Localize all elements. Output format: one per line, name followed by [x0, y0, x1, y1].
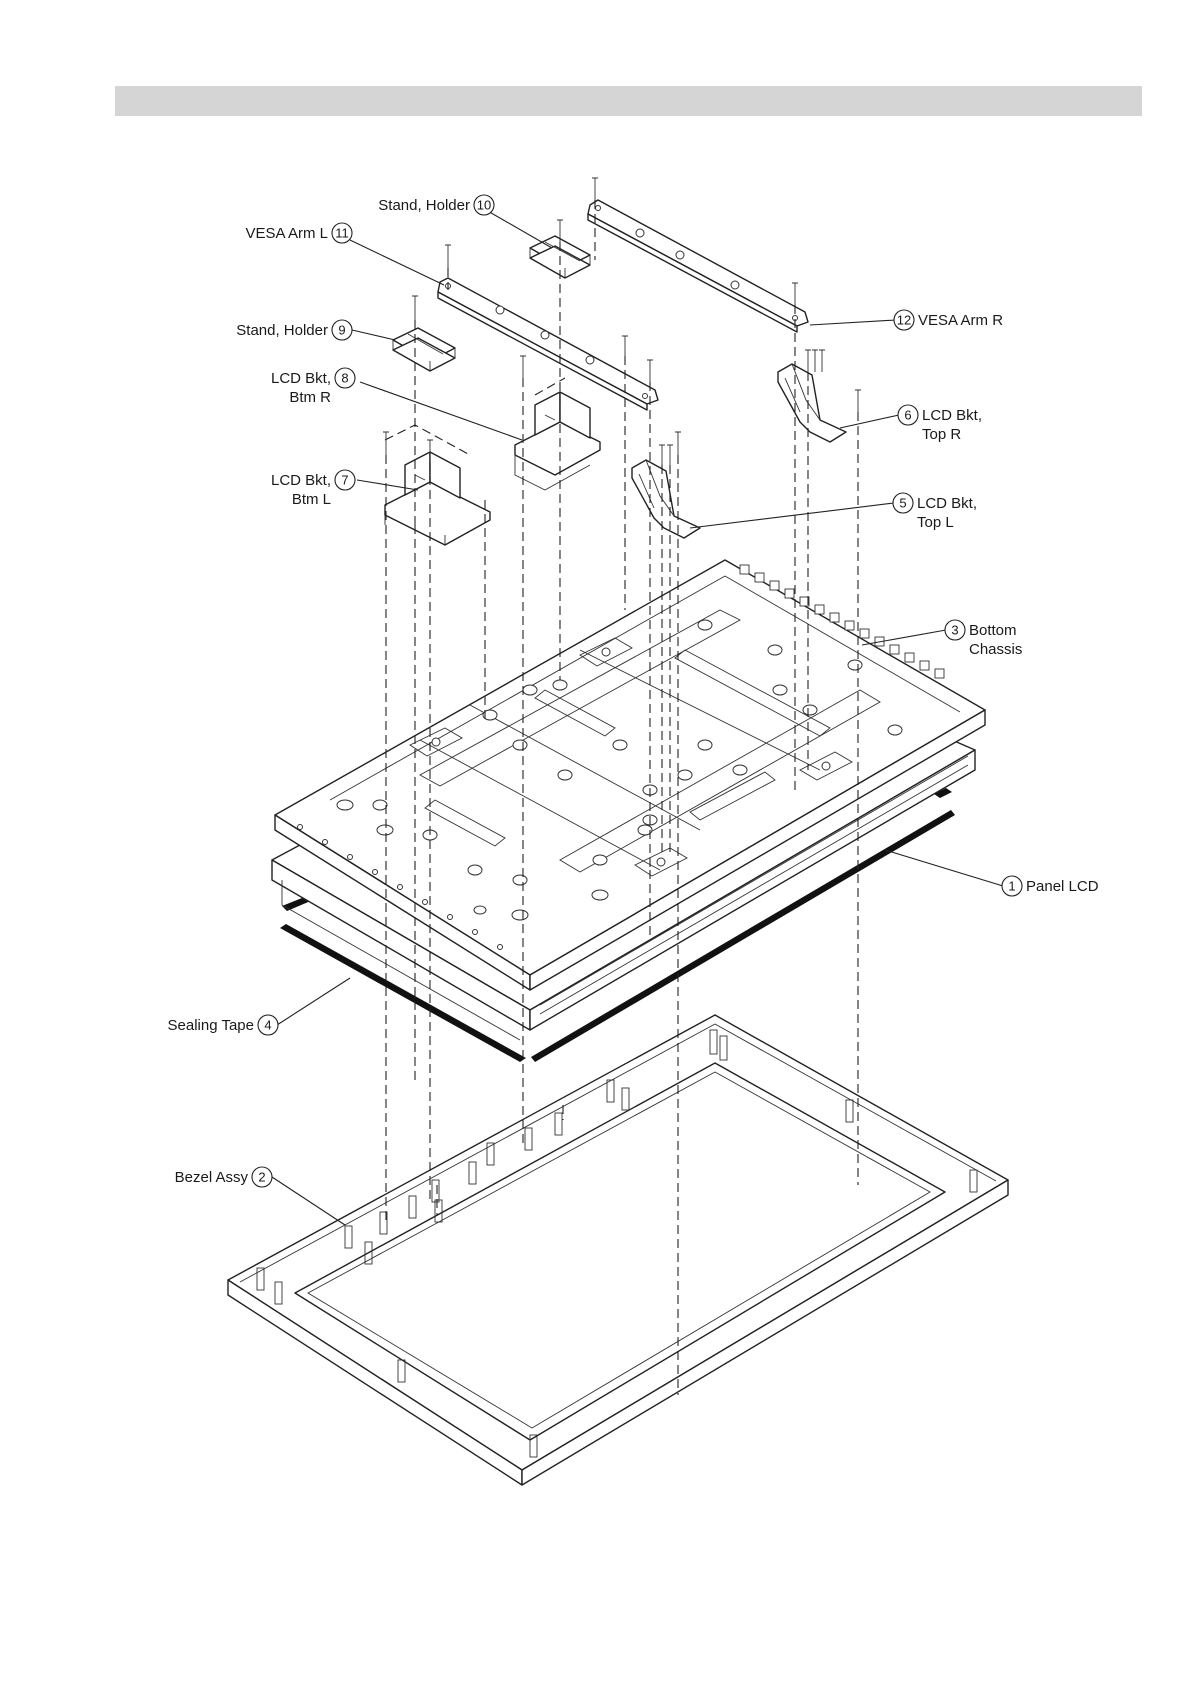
- callout-8: 8 LCD Bkt, Btm R: [271, 368, 355, 406]
- callout-label-9-line-1: Stand, Holder: [236, 322, 328, 339]
- callout-label-6-line-1: LCD Bkt,: [922, 407, 982, 424]
- callout-label-3-line-1: Bottom: [969, 622, 1017, 639]
- lcd-bkt-top-l: [632, 460, 700, 538]
- callout-12: 12 VESA Arm R: [894, 310, 1003, 330]
- callout-label-3-line-2: Chassis: [969, 641, 1022, 658]
- callout-number-7: 7: [341, 473, 348, 488]
- callout-label-8-line-1: LCD Bkt,: [271, 370, 331, 387]
- callout-label-6-line-2: Top R: [922, 426, 961, 443]
- callout-5: 5 LCD Bkt, Top L: [893, 493, 977, 531]
- callout-label-7-line-1: LCD Bkt,: [271, 472, 331, 489]
- callout-number-12: 12: [897, 313, 911, 328]
- callout-label-11-line-1: VESA Arm L: [245, 225, 328, 242]
- lcd-bkt-btm-l: [385, 452, 490, 545]
- callout-number-10: 10: [477, 198, 491, 213]
- lcd-bkt-btm-r: [515, 392, 600, 490]
- callout-number-8: 8: [341, 371, 348, 386]
- callout-label-7-line-2: Btm L: [292, 491, 331, 508]
- callout-7: 7 LCD Bkt, Btm L: [271, 470, 355, 508]
- callout-6: 6 LCD Bkt, Top R: [898, 405, 982, 443]
- lcd-bkt-top-r: [778, 364, 846, 442]
- callout-label-10-line-1: Stand, Holder: [378, 197, 470, 214]
- callout-label-4-line-1: Sealing Tape: [168, 1017, 254, 1034]
- stand-holder-9: [393, 328, 455, 371]
- callout-number-5: 5: [899, 496, 906, 511]
- callout-9: 9 Stand, Holder: [236, 320, 352, 340]
- callout-1: 1 Panel LCD: [1002, 876, 1099, 896]
- callout-4: 4 Sealing Tape: [168, 1015, 278, 1035]
- bezel-assy: [228, 1015, 1008, 1485]
- callout-10: 10 Stand, Holder: [378, 195, 494, 215]
- callout-number-9: 9: [338, 323, 345, 338]
- callout-number-6: 6: [904, 408, 911, 423]
- callout-number-11: 11: [335, 226, 349, 241]
- callout-number-4: 4: [264, 1018, 271, 1033]
- vesa-arm-r: [588, 200, 808, 332]
- callout-number-2: 2: [258, 1170, 265, 1185]
- callout-label-12-line-1: VESA Arm R: [918, 312, 1003, 329]
- callout-label-5-line-1: LCD Bkt,: [917, 495, 977, 512]
- callout-2: 2 Bezel Assy: [175, 1167, 272, 1187]
- callout-number-3: 3: [951, 623, 958, 638]
- callout-label-2-line-1: Bezel Assy: [175, 1169, 249, 1186]
- callout-number-1: 1: [1008, 879, 1015, 894]
- callout-label-8-line-2: Btm R: [289, 389, 331, 406]
- callout-label-1-line-1: Panel LCD: [1026, 878, 1099, 895]
- callout-11: 11 VESA Arm L: [245, 223, 352, 243]
- callout-label-5-line-2: Top L: [917, 514, 954, 531]
